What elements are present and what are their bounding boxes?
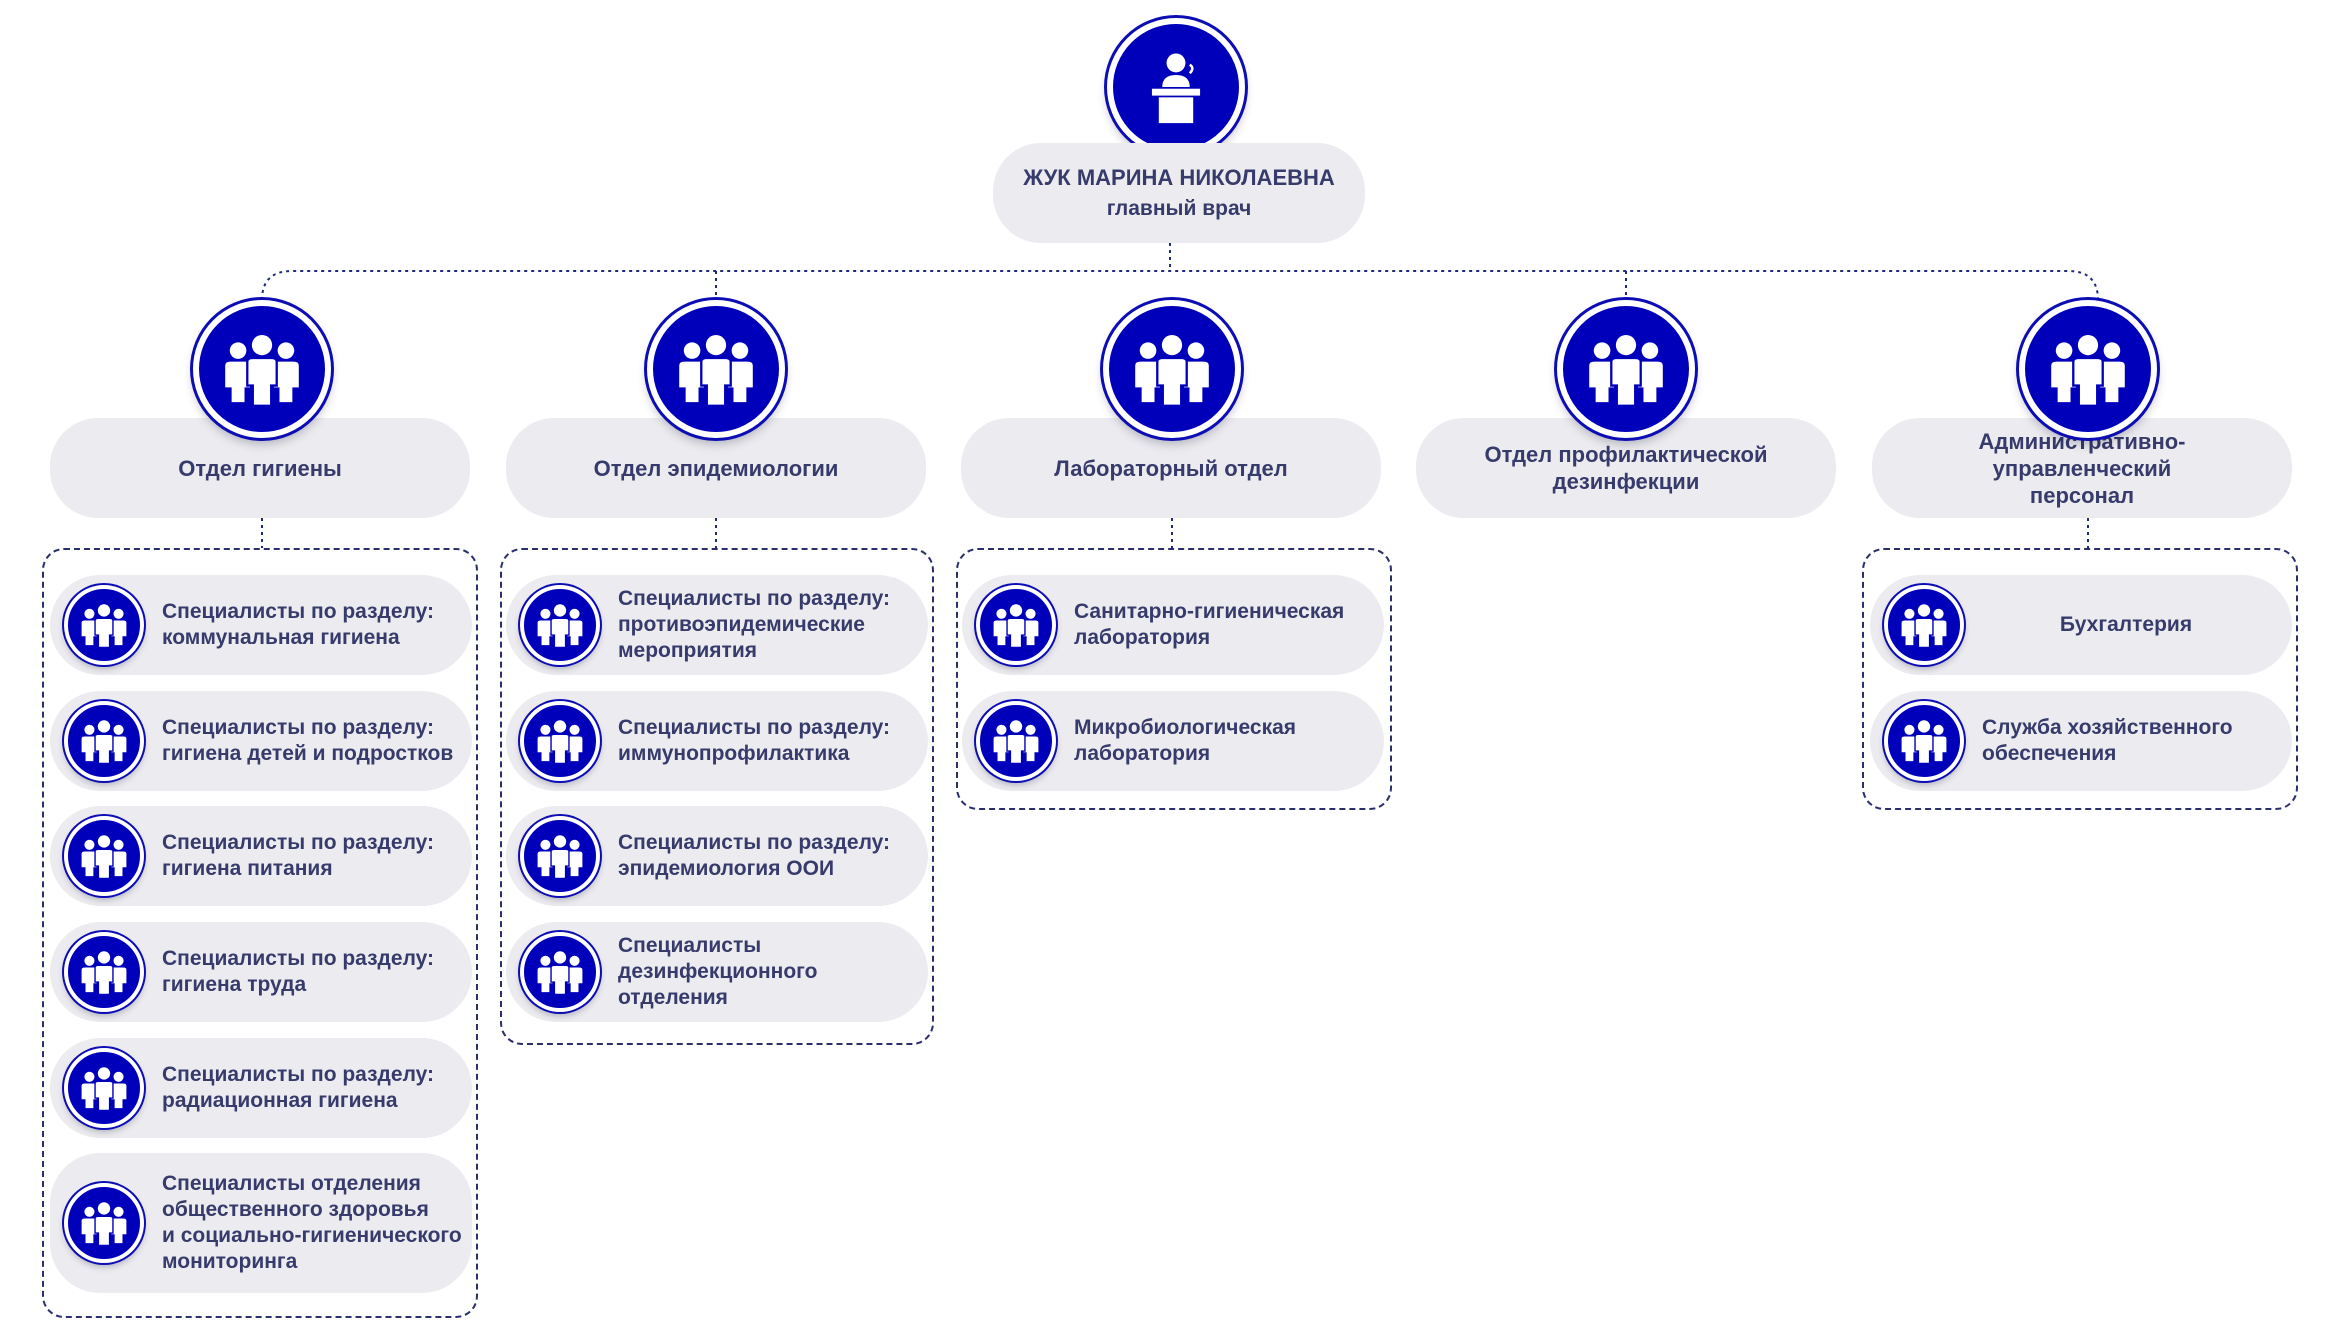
people-group-icon	[2051, 334, 2125, 407]
list-item: Специалисты по разделу: противоэпидемиче…	[506, 575, 928, 675]
people-group-icon	[993, 720, 1039, 765]
list-item: Микробиологическая лаборатория	[962, 691, 1384, 791]
director-name: ЖУК МАРИНА НИКОЛАЕВНА	[1023, 165, 1335, 190]
speaker-podium-icon	[1151, 53, 1201, 124]
people-group-icon	[537, 951, 583, 996]
people-group-icon	[81, 951, 127, 996]
people-group-icon	[225, 334, 299, 407]
list-item-label: Специалисты по разделу: гигиена труда	[162, 947, 435, 996]
list-item-label: Служба хозяйственного обеспечения	[1982, 716, 2233, 765]
list-item-label: Специалисты по разделу: гигиена детей и …	[162, 716, 454, 765]
people-group-icon	[81, 835, 127, 880]
list-item-label: Специалисты по разделу: гигиена питания	[162, 831, 435, 880]
list-item: Санитарно-гигиеническая лаборатория	[962, 575, 1384, 675]
list-item-label: Санитарно-гигиеническая лаборатория	[1074, 600, 1345, 649]
department-icon-circle	[1557, 300, 1695, 438]
item-icon-circle	[1884, 701, 1964, 781]
list-item-label: Микробиологическая лаборатория	[1074, 716, 1297, 765]
list-item-label: Специалисты по разделу: иммунопрофилакти…	[618, 716, 891, 765]
people-group-icon	[537, 835, 583, 880]
item-icon-circle	[64, 932, 144, 1012]
people-group-icon	[1589, 334, 1663, 407]
department-group-box	[500, 548, 934, 1045]
connector-top-bus	[261, 270, 2099, 301]
item-icon-circle	[1884, 585, 1964, 665]
list-item: Специалисты по разделу: гигиена труда	[50, 922, 472, 1022]
list-item: Специалисты по разделу: иммунопрофилакти…	[506, 691, 928, 791]
list-item-label: Специалисты по разделу: эпидемиология ОО…	[618, 831, 891, 880]
people-group-icon	[81, 604, 127, 649]
department-group-box	[42, 548, 478, 1318]
item-icon-circle	[976, 701, 1056, 781]
department-label: Отдел гигиены	[178, 455, 342, 481]
list-item: Специалисты по разделу: радиационная гиг…	[50, 1038, 472, 1138]
director-icon-circle	[1107, 18, 1245, 156]
list-item: Бухгалтерия	[1870, 575, 2292, 675]
list-item-label: Специалисты по разделу: коммунальная гиг…	[162, 600, 435, 649]
people-group-icon	[1901, 720, 1947, 765]
people-group-icon	[81, 1067, 127, 1112]
item-icon-circle	[520, 932, 600, 1012]
department-label: Отдел профилактической дезинфекции	[1484, 442, 1768, 494]
people-group-icon	[81, 1202, 127, 1247]
item-icon-circle	[64, 701, 144, 781]
list-item: Специалисты по разделу: коммунальная гиг…	[50, 575, 472, 675]
department-icon-circle	[1103, 300, 1241, 438]
item-icon-circle	[64, 1048, 144, 1128]
list-item-label: Специалисты дезинфекционного отделения	[618, 934, 818, 1009]
list-item: Специалисты по разделу: эпидемиология ОО…	[506, 806, 928, 906]
list-item: Специалисты дезинфекционного отделения	[506, 922, 928, 1022]
department-label: Отдел эпидемиологии	[593, 455, 839, 481]
department-label: Лабораторный отдел	[1054, 455, 1288, 481]
item-icon-circle	[520, 816, 600, 896]
list-item: Специалисты по разделу: гигиена детей и …	[50, 691, 472, 791]
item-icon-circle	[520, 701, 600, 781]
people-group-icon	[679, 334, 753, 407]
list-item-label: Специалисты отделения общественного здор…	[162, 1172, 462, 1273]
item-icon-circle	[64, 585, 144, 665]
item-icon-circle	[64, 1183, 144, 1263]
director-card: ЖУК МАРИНА НИКОЛАЕВНА главный врач	[993, 143, 1365, 243]
list-item: Специалисты отделения общественного здор…	[50, 1153, 472, 1293]
list-item: Специалисты по разделу: гигиена питания	[50, 806, 472, 906]
list-item-label: Бухгалтерия	[2059, 613, 2193, 636]
people-group-icon	[81, 720, 127, 765]
department-label: Административно-управленческий персонал	[1978, 428, 2186, 508]
people-group-icon	[537, 604, 583, 649]
people-group-icon	[1135, 334, 1209, 407]
department-icon-circle	[193, 300, 331, 438]
item-icon-circle	[64, 816, 144, 896]
list-item-label: Специалисты по разделу: радиационная гиг…	[162, 1063, 435, 1112]
department-group-box	[956, 548, 1392, 810]
department-card: Отдел профилактической дезинфекции	[1416, 418, 1836, 518]
people-group-icon	[537, 720, 583, 765]
item-icon-circle	[976, 585, 1056, 665]
list-item-label: Специалисты по разделу: противоэпидемиче…	[618, 587, 891, 662]
department-icon-circle	[2019, 300, 2157, 438]
list-item: Служба хозяйственного обеспечения	[1870, 691, 2292, 791]
director-role: главный врач	[1106, 197, 1252, 220]
department-icon-circle	[647, 300, 785, 438]
people-group-icon	[993, 604, 1039, 649]
department-group-box	[1862, 548, 2298, 810]
item-icon-circle	[520, 585, 600, 665]
people-group-icon	[1901, 604, 1947, 649]
